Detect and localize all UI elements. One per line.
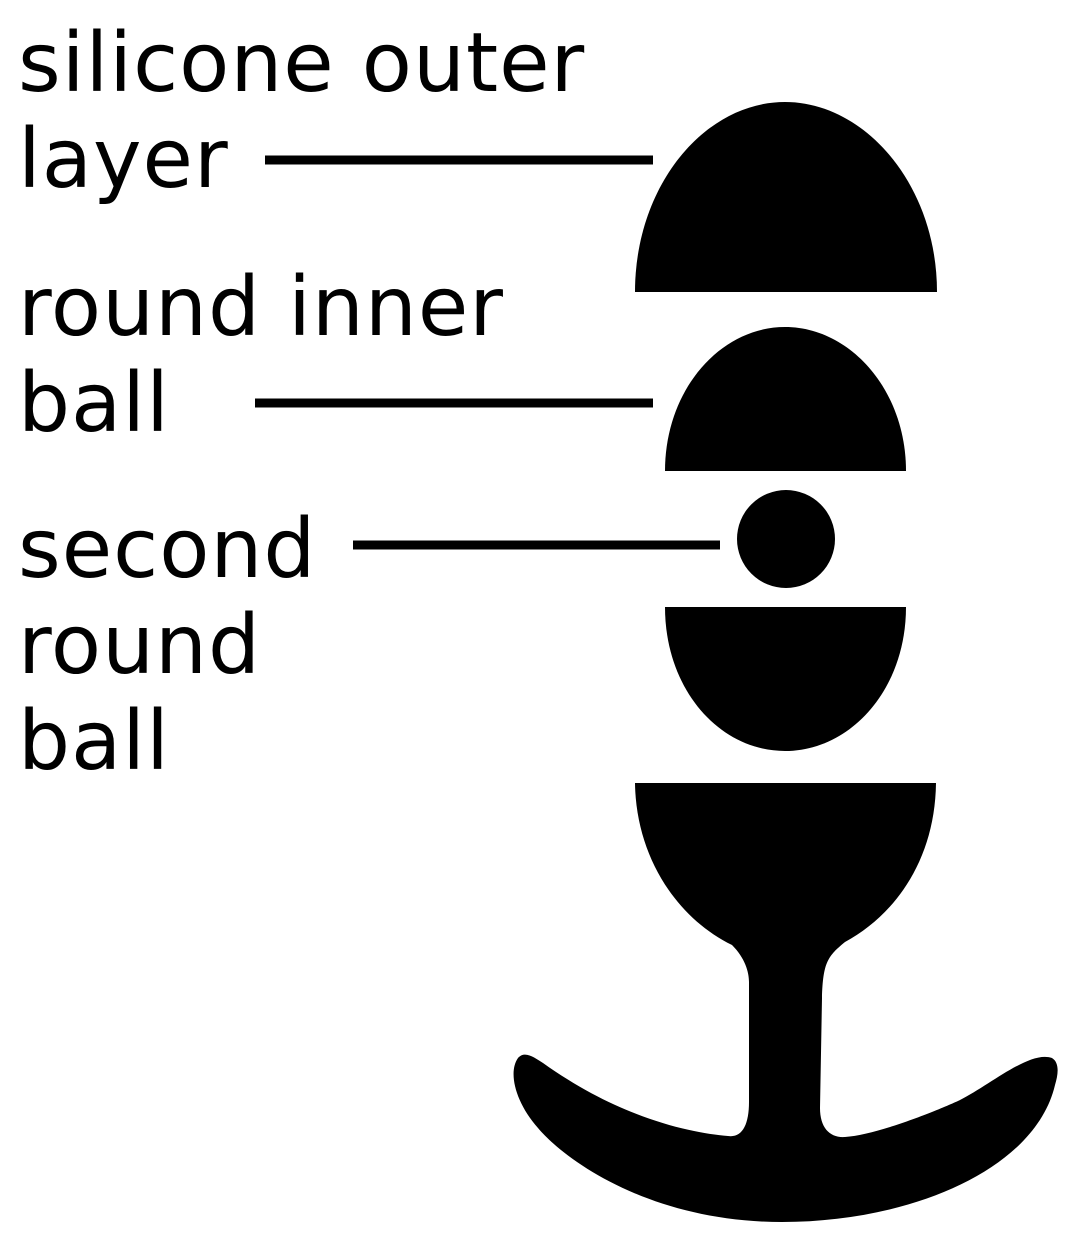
second-round-ball (737, 490, 835, 588)
label-silicone-outer-layer: silicone outer layer (18, 16, 586, 207)
label-second-round-ball: second round ball (18, 502, 317, 789)
outer-layer-bottom-half-with-base (513, 783, 1058, 1222)
inner-ball-bottom-half (665, 607, 906, 751)
label-round-inner-ball: round inner ball (18, 260, 505, 451)
outer-layer-top-half (635, 102, 937, 292)
inner-ball-top-half (665, 327, 906, 471)
